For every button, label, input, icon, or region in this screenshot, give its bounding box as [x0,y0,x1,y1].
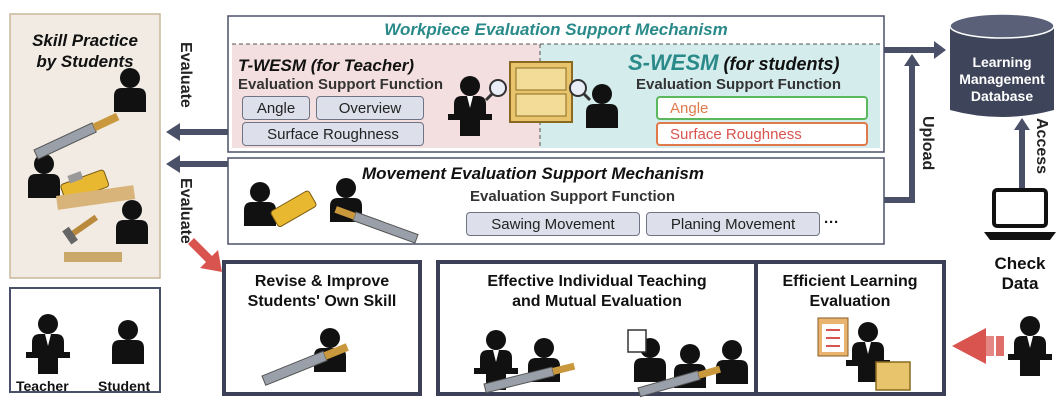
s-wesm-subtitle: Evaluation Support Function [636,76,841,93]
check-data-label: Check Data [994,254,1046,293]
mesm-subtitle: Evaluation Support Function [470,188,675,205]
evaluate-arrow-bottom [166,155,228,173]
evaluate-label-top: Evaluate [177,42,194,108]
outcome-teaching-title: Effective Individual Teaching and Mutual… [487,273,707,310]
s-wesm-title: S-WESM (for students) [628,50,839,76]
laptop-icon [984,188,1056,240]
legend-student-label: Student [98,378,151,394]
upload-arrow-head [904,54,920,66]
database-label: Learning Management Database [959,54,1045,104]
evaluate-arrow-top [166,123,228,141]
red-arrow-revise [188,238,222,272]
database-icon [949,13,1055,117]
s-wesm-title-prefix: S-WESM [628,50,719,75]
t-wesm-chip-surface-roughness[interactable]: Surface Roughness [242,122,424,146]
upload-label: Upload [919,116,936,171]
s-wesm-chip-angle[interactable]: Angle [656,96,868,120]
mesm-chip-sawing[interactable]: Sawing Movement [466,212,640,236]
wesm-title: Workpiece Evaluation Support Mechanism [384,20,728,39]
evaluate-label-bottom: Evaluate [177,178,194,244]
wesm-to-db-arrow [884,41,946,59]
mesm-chip-planing[interactable]: Planing Movement [646,212,820,236]
s-wesm-title-suffix: (for students) [718,54,840,74]
red-arrow-check-data [952,328,1004,364]
mesm-title: Movement Evaluation Support Mechanism [362,164,704,183]
skill-practice-title: Skill Practice by Students [32,31,138,71]
mesm-ellipsis: ··· [824,214,839,231]
checklist-icon [817,317,849,357]
s-wesm-chip-surface-roughness[interactable]: Surface Roughness [656,122,868,146]
workpiece-shelf-icon [509,61,573,123]
outcome-box-3 [754,260,946,396]
t-wesm-chip-overview[interactable]: Overview [316,96,424,120]
access-arrow-head [1014,118,1030,130]
access-label: Access [1033,118,1050,175]
t-wesm-title: T-WESM (for Teacher) [238,56,414,75]
outcome-box-1 [222,260,422,396]
legend-teacher-label: Teacher [16,378,69,394]
outcome-revise-title: Revise & Improve Students' Own Skill [247,273,397,310]
t-wesm-subtitle: Evaluation Support Function [238,76,443,93]
outcome-evaluation-title: Efficient Learning Evaluation [782,273,918,310]
t-wesm-chip-angle[interactable]: Angle [242,96,310,120]
